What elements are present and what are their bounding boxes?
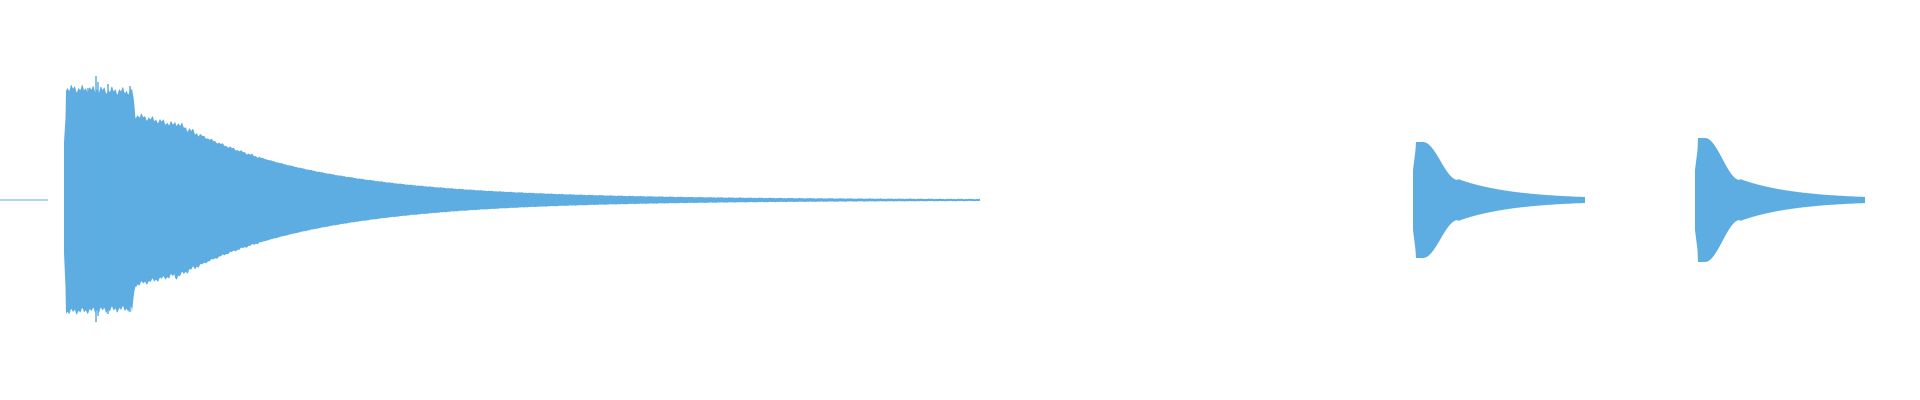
waveform-segment-short-2 xyxy=(1695,138,1865,262)
waveform-group xyxy=(0,76,1865,322)
waveform-segment-main xyxy=(64,84,980,315)
waveform-segment-short-1 xyxy=(1413,142,1585,258)
